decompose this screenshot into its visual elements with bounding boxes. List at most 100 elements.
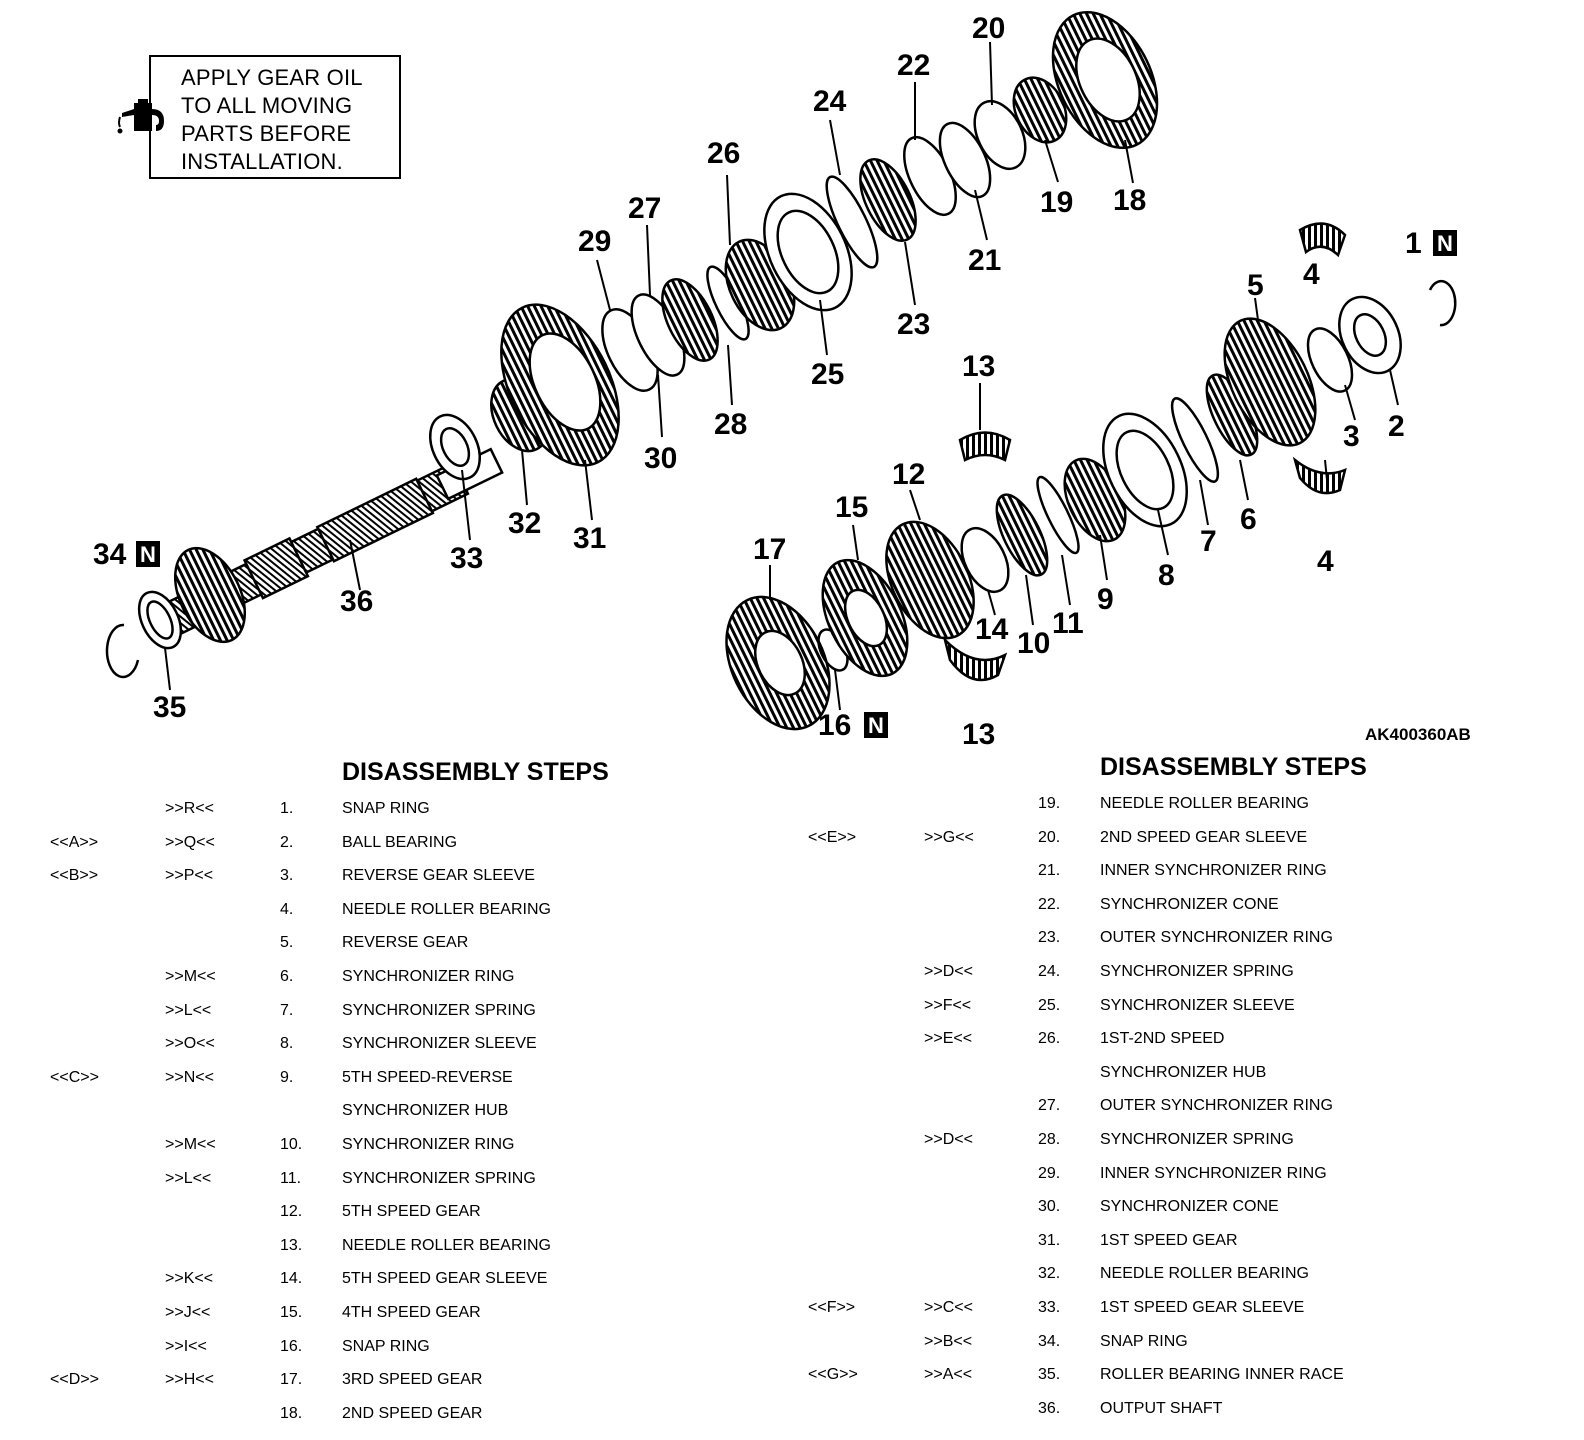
step-install: >>I<< bbox=[165, 1337, 207, 1355]
step-row: <<G>>>>A<<35.ROLLER BEARING INNER RACE bbox=[0, 1358, 1584, 1391]
step-num: 20. bbox=[1038, 828, 1061, 846]
pinion-gear-part bbox=[174, 546, 246, 644]
step-name: SYNCHRONIZER SLEEVE bbox=[342, 1035, 537, 1053]
step-num: 3. bbox=[280, 867, 294, 885]
callout-13-upper: 13 bbox=[962, 350, 995, 383]
n-marker-16: N bbox=[864, 712, 888, 738]
step-install: >>B<< bbox=[924, 1332, 973, 1350]
step-row: 29.INNER SYNCHRONIZER RING bbox=[0, 1157, 1584, 1190]
step-row: 23.OUTER SYNCHRONIZER RING bbox=[0, 921, 1584, 954]
step-num: 27. bbox=[1038, 1097, 1061, 1115]
step-install: >>D<< bbox=[924, 1131, 973, 1148]
step-removal: <<B>> bbox=[50, 867, 99, 885]
step-install: >>A<< bbox=[924, 1366, 973, 1384]
callout-5: 5 bbox=[1247, 269, 1264, 302]
step-row: 22.SYNCHRONIZER CONE bbox=[0, 888, 1584, 921]
step-row: 13.NEEDLE ROLLER BEARING bbox=[0, 1229, 1584, 1262]
callout-24: 24 bbox=[813, 85, 847, 118]
callout-33: 33 bbox=[450, 542, 483, 575]
step-name: NEEDLE ROLLER BEARING bbox=[1100, 1265, 1309, 1283]
n-marker-1: N bbox=[1433, 230, 1457, 256]
needle-bearing-19-part bbox=[1012, 76, 1068, 144]
step-num: 9. bbox=[280, 1068, 294, 1086]
step-row: <<B>>>>P<<3.REVERSE GEAR SLEEVE bbox=[0, 859, 1584, 892]
callout-labels: 1 2 3 4 4 5 6 7 8 9 10 11 12 13 13 14 15… bbox=[93, 12, 1422, 751]
step-row: 4.NEEDLE ROLLER BEARING bbox=[0, 893, 1584, 926]
gear-oil-note: APPLY GEAR OIL TO ALL MOVING PARTS BEFOR… bbox=[149, 55, 401, 179]
reverse-gear-part bbox=[1223, 317, 1317, 447]
step-num: 33. bbox=[1038, 1299, 1061, 1316]
callout-34: 34 bbox=[93, 538, 127, 571]
step-num: 6. bbox=[280, 968, 294, 985]
step-removal: <<D>> bbox=[50, 1371, 99, 1389]
step-name: SNAP RING bbox=[1100, 1332, 1188, 1350]
step-row: <<C>>>>N<<9.5TH SPEED-REVERSE bbox=[0, 1061, 1584, 1094]
step-num: 17. bbox=[280, 1371, 303, 1389]
sync-spring-11-part bbox=[1036, 475, 1080, 555]
step-install: >>K<< bbox=[165, 1270, 214, 1288]
step-row: SYNCHRONIZER HUB bbox=[0, 1094, 1584, 1127]
step-row: 12.5TH SPEED GEAR bbox=[0, 1195, 1584, 1228]
callout-10: 10 bbox=[1017, 627, 1050, 660]
step-row: 32. NEEDLE ROLLER BEARING bbox=[0, 1257, 1584, 1290]
step-install: >>H<< bbox=[165, 1371, 214, 1389]
callout-30: 30 bbox=[644, 442, 677, 475]
step-num: 31. bbox=[1038, 1231, 1061, 1249]
step-num: 22. bbox=[1038, 895, 1061, 913]
step-install: >>N<< bbox=[165, 1068, 214, 1086]
sync-ring-10-part bbox=[995, 493, 1049, 577]
step-install: >>E<< bbox=[924, 1030, 973, 1048]
callout-14: 14 bbox=[975, 613, 1009, 646]
step-name: SYNCHRONIZER RING bbox=[342, 968, 515, 985]
step-row: 21.INNER SYNCHRONIZER RING bbox=[0, 854, 1584, 887]
outer-sync-ring-23-part bbox=[859, 158, 917, 242]
step-num: 24. bbox=[1038, 963, 1061, 980]
step-name: NEEDLE ROLLER BEARING bbox=[342, 900, 551, 918]
step-num: 32. bbox=[1038, 1265, 1061, 1283]
step-num: 5. bbox=[280, 934, 294, 952]
step-name: REVERSE GEAR SLEEVE bbox=[342, 867, 535, 885]
step-row: <<A>>>>Q<<2.BALL BEARING bbox=[0, 826, 1584, 859]
step-num: 15. bbox=[280, 1304, 303, 1321]
step-name: OUTER SYNCHRONIZER RING bbox=[1100, 929, 1333, 947]
step-removal: <<C>> bbox=[50, 1068, 99, 1086]
needle-bearing-13-upper-part bbox=[958, 431, 1012, 462]
step-name: 2ND SPEED GEAR bbox=[342, 1404, 483, 1422]
step-name: INNER SYNCHRONIZER RING bbox=[1100, 1164, 1327, 1182]
step-name: SYNCHRONIZER RING bbox=[342, 1136, 515, 1153]
step-name: 5TH SPEED GEAR bbox=[342, 1203, 481, 1221]
step-install: >>L<< bbox=[165, 1169, 212, 1187]
step-row: >>B<< 34. SNAP RING bbox=[0, 1325, 1584, 1358]
step-install: >>F<< bbox=[924, 996, 972, 1014]
callout-13-lower: 13 bbox=[962, 718, 995, 751]
step-name: SYNCHRONIZER SPRING bbox=[342, 1169, 536, 1187]
step-num: 7. bbox=[280, 1001, 294, 1019]
step-name: 5TH SPEED GEAR SLEEVE bbox=[342, 1270, 548, 1288]
step-num: 34. bbox=[1038, 1332, 1061, 1350]
step-num: 25. bbox=[1038, 996, 1061, 1014]
step-num: 35. bbox=[1038, 1366, 1061, 1384]
callout-19: 19 bbox=[1040, 186, 1073, 219]
step-install: >>J<< bbox=[165, 1304, 211, 1321]
step-name: OUTER SYNCHRONIZER RING bbox=[1100, 1097, 1333, 1115]
step-name: 2ND SPEED GEAR SLEEVE bbox=[1100, 828, 1308, 846]
step-num: 16. bbox=[280, 1337, 303, 1355]
callout-17: 17 bbox=[753, 533, 786, 566]
callout-32: 32 bbox=[508, 507, 541, 540]
new-part-markers: N N N bbox=[136, 230, 1457, 738]
step-row: <<F>>>>C<<33.1ST SPEED GEAR SLEEVE bbox=[0, 1291, 1584, 1324]
step-install: >>M<< bbox=[165, 1136, 216, 1153]
needle-bearing-4-upper-part bbox=[1298, 222, 1347, 258]
step-install: >>R<< bbox=[165, 800, 214, 817]
n-marker-16-text: N bbox=[868, 713, 884, 738]
step-install: >>L<< bbox=[165, 1001, 212, 1019]
step-removal: <<G>> bbox=[808, 1366, 858, 1384]
step-name: 4TH SPEED GEAR bbox=[342, 1304, 481, 1321]
outer-sync-ring-27-part bbox=[661, 278, 719, 362]
step-row: 5.REVERSE GEAR bbox=[0, 926, 1584, 959]
step-name: SYNCHRONIZER SPRING bbox=[1100, 963, 1294, 980]
step-row: >>O<<8.SYNCHRONIZER SLEEVE bbox=[0, 1027, 1584, 1060]
callout-28: 28 bbox=[714, 408, 747, 441]
needle-bearing-13-lower-part bbox=[942, 635, 1008, 682]
step-row: >>R<<1.SNAP RING bbox=[0, 792, 1584, 825]
